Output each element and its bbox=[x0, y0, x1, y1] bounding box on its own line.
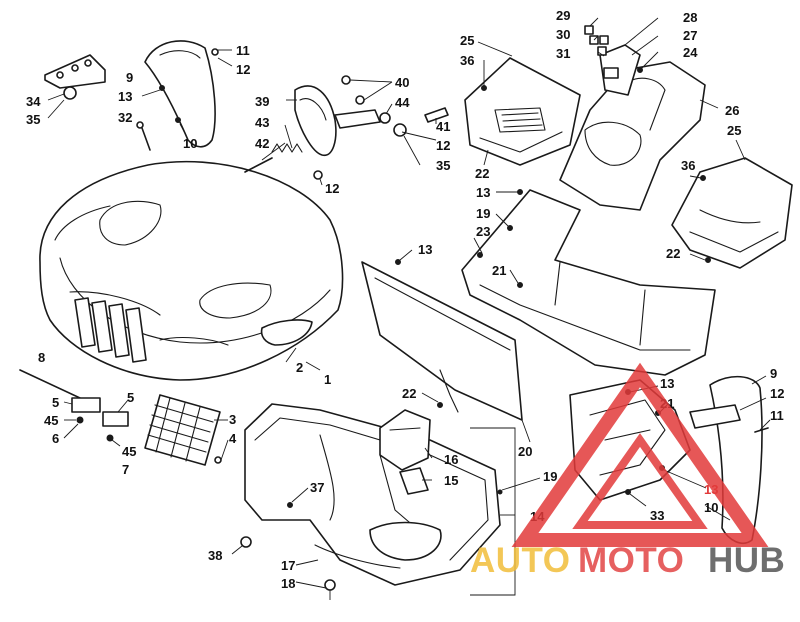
callout-12d: 12 bbox=[770, 386, 784, 401]
callout-31: 31 bbox=[556, 46, 570, 61]
watermark-moto: MOTO bbox=[578, 541, 684, 580]
storage-tray-left bbox=[464, 41, 581, 166]
callout-36: 36 bbox=[460, 53, 474, 68]
callout-32: 32 bbox=[118, 110, 132, 125]
callout-3: 3 bbox=[229, 412, 236, 427]
callout-35b: 35 bbox=[436, 158, 450, 173]
callout-6: 6 bbox=[52, 431, 59, 446]
callout-7: 7 bbox=[122, 462, 129, 477]
callout-37: 37 bbox=[310, 480, 324, 495]
callout-42: 42 bbox=[255, 136, 269, 151]
callout-5b: 5 bbox=[127, 390, 134, 405]
callout-2: 2 bbox=[296, 360, 303, 375]
switch-cluster bbox=[584, 17, 659, 57]
callout-41: 41 bbox=[436, 119, 450, 134]
callout-45b: 45 bbox=[122, 444, 136, 459]
floorboard bbox=[461, 189, 716, 376]
callout-44: 44 bbox=[395, 95, 410, 110]
callout-19b: 19 bbox=[543, 469, 557, 484]
watermark-hub: HUB bbox=[708, 541, 785, 580]
callout-22c: 22 bbox=[402, 386, 416, 401]
callout-13c: 13 bbox=[118, 89, 132, 104]
callout-33: 33 bbox=[650, 508, 664, 523]
watermark-logo: AUTO MOTO HUB bbox=[470, 362, 785, 580]
callout-16: 16 bbox=[444, 452, 458, 467]
callout-13: 13 bbox=[476, 185, 490, 200]
hood-latch-hardware bbox=[19, 369, 129, 447]
callout-22b: 22 bbox=[666, 246, 680, 261]
callout-30: 30 bbox=[556, 27, 570, 42]
left-fender-flare bbox=[141, 40, 233, 148]
callout-5: 5 bbox=[52, 395, 59, 410]
callout-9: 9 bbox=[126, 70, 133, 85]
callout-15: 15 bbox=[444, 473, 458, 488]
center-console bbox=[559, 44, 719, 211]
callout-22: 22 bbox=[475, 166, 489, 181]
callout-10b: 10 bbox=[704, 500, 718, 515]
callout-25: 25 bbox=[460, 33, 474, 48]
callout-21: 21 bbox=[492, 263, 506, 278]
grille-screen bbox=[144, 394, 229, 466]
callout-39: 39 bbox=[255, 94, 269, 109]
callout-12c: 12 bbox=[325, 181, 339, 196]
callout-29: 29 bbox=[556, 8, 570, 23]
callout-8: 8 bbox=[38, 350, 45, 365]
callout-38: 38 bbox=[208, 548, 222, 563]
callout-34: 34 bbox=[26, 94, 41, 109]
storage-tray-right bbox=[671, 139, 793, 269]
callout-18: 18 bbox=[281, 576, 295, 591]
callout-35: 35 bbox=[26, 112, 40, 127]
callout-40: 40 bbox=[395, 75, 409, 90]
callout-17: 17 bbox=[281, 558, 295, 573]
callout-1: 1 bbox=[324, 372, 331, 387]
steering-bracket bbox=[244, 75, 449, 186]
callout-45: 45 bbox=[44, 413, 58, 428]
callout-43: 43 bbox=[255, 115, 269, 130]
callout-19: 19 bbox=[476, 206, 490, 221]
callout-11: 11 bbox=[236, 43, 250, 58]
callout-12b: 12 bbox=[436, 138, 450, 153]
callout-25b: 25 bbox=[727, 123, 741, 138]
kick-panel bbox=[361, 249, 523, 421]
callout-36b: 36 bbox=[681, 158, 695, 173]
callout-20: 20 bbox=[518, 444, 532, 459]
callout-labels: 29 28 30 27 31 24 25 36 26 25 36 22 22 1… bbox=[26, 8, 784, 591]
callout-23: 23 bbox=[476, 224, 490, 239]
callout-4: 4 bbox=[229, 431, 237, 446]
front-storage-tub bbox=[231, 403, 541, 600]
hood-assembly bbox=[39, 160, 344, 381]
callout-28: 28 bbox=[683, 10, 697, 25]
callout-13b: 13 bbox=[418, 242, 432, 257]
callout-9b: 9 bbox=[770, 366, 777, 381]
pin-32 bbox=[136, 121, 151, 151]
watermark-auto: AUTO bbox=[470, 541, 571, 580]
callout-10: 10 bbox=[183, 136, 197, 151]
callout-27: 27 bbox=[683, 28, 697, 43]
callout-13d: 13 bbox=[660, 376, 674, 391]
callout-12: 12 bbox=[236, 62, 250, 77]
watermark-triangle-icon bbox=[511, 362, 769, 547]
mount-bracket bbox=[44, 54, 106, 119]
callout-11b: 11 bbox=[770, 408, 784, 423]
callout-24: 24 bbox=[683, 45, 698, 60]
callout-26: 26 bbox=[725, 103, 739, 118]
